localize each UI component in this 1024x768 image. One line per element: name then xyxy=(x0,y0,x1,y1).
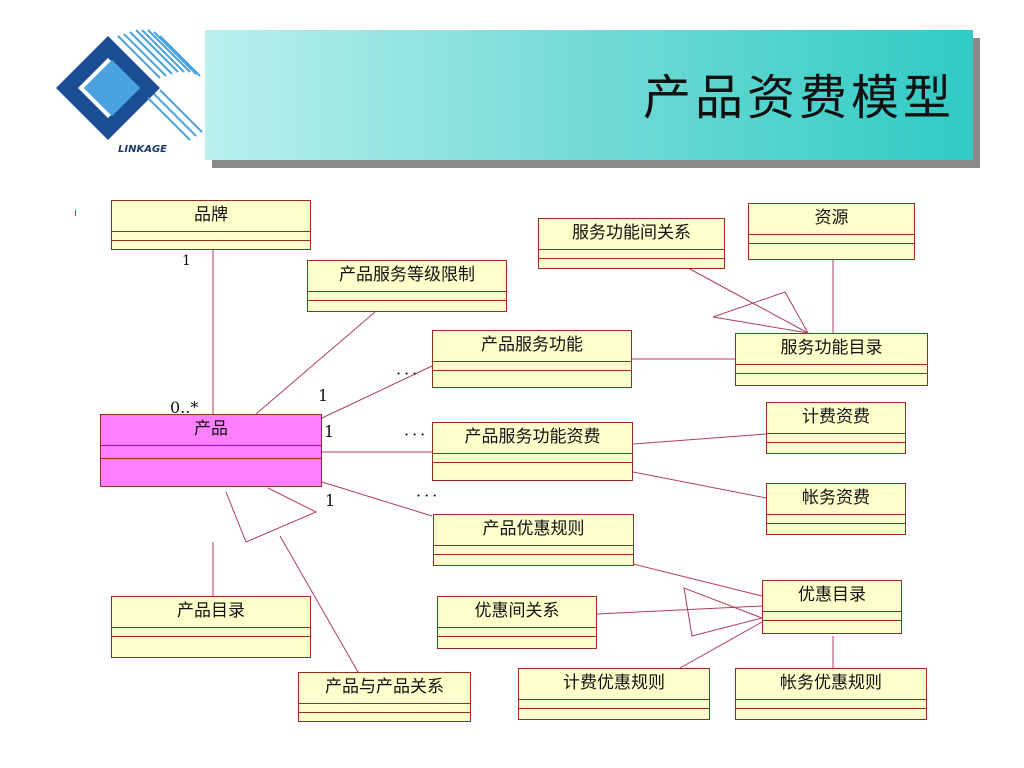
class-psf-name: 产品服务功能 xyxy=(481,335,583,355)
page-title: 产品资费模型 xyxy=(642,70,955,126)
class-service-function-catalog: 服务功能目录 xyxy=(735,333,928,386)
class-sfr-name: 服务功能间关系 xyxy=(572,223,691,243)
line-psf-product xyxy=(321,365,433,419)
class-resource: 资源 xyxy=(748,203,915,260)
mult-psf-many: ··· xyxy=(396,364,421,383)
line-psft-billing xyxy=(632,433,767,445)
class-account-tariff: 帐务资费 xyxy=(766,483,906,535)
mult-psft-many: ··· xyxy=(404,425,429,444)
mult-brand-end: 1 xyxy=(182,253,191,269)
line-psft-account xyxy=(632,471,767,499)
class-billing-tariff-name: 计费资费 xyxy=(802,407,870,427)
line-dr-dc xyxy=(596,605,763,615)
line-prel-product xyxy=(279,535,359,673)
line-pdr-product xyxy=(321,481,433,517)
class-product-service-function: 产品服务功能 xyxy=(432,330,632,388)
class-product-relation: 产品与产品关系 xyxy=(298,672,471,722)
class-account-tariff-name: 帐务资费 xyxy=(802,488,870,508)
class-brand: 品牌 xyxy=(111,200,311,250)
class-bdr-name: 计费优惠规则 xyxy=(563,673,665,693)
class-account-discount-rule: 帐务优惠规则 xyxy=(735,668,927,720)
class-product-catalog: 产品目录 xyxy=(111,596,311,658)
class-product-discount-rule: 产品优惠规则 xyxy=(433,514,634,566)
linkage-logo: LINKAGE xyxy=(48,28,208,160)
logo-text: LINKAGE xyxy=(118,144,167,155)
class-product: 产品 xyxy=(100,414,322,487)
line-pslimit-product xyxy=(255,311,376,415)
class-resource-name: 资源 xyxy=(814,208,849,228)
class-discount-relation: 优惠间关系 xyxy=(437,596,597,649)
class-prel-name: 产品与产品关系 xyxy=(325,677,444,697)
mult-psf-one: 1 xyxy=(318,386,329,405)
title-band: 产品资费模型 xyxy=(205,30,973,160)
line-product-selfloop xyxy=(225,487,318,543)
line-sfr-sfc xyxy=(687,267,809,334)
line-bdr-dc xyxy=(679,621,763,669)
class-dc-name: 优惠目录 xyxy=(798,585,866,605)
class-brand-name: 品牌 xyxy=(194,205,228,225)
class-dr-name: 优惠间关系 xyxy=(474,601,560,621)
mult-pdr-one: 1 xyxy=(325,491,336,510)
class-product-service-function-tariff: 产品服务功能资费 xyxy=(432,422,633,481)
class-billing-discount-rule: 计费优惠规则 xyxy=(518,668,710,720)
class-product-service-level-limit: 产品服务等级限制 xyxy=(307,260,507,312)
class-pslimit-name: 产品服务等级限制 xyxy=(339,265,475,285)
line-pdr-dc xyxy=(632,563,763,597)
class-adr-name: 帐务优惠规则 xyxy=(780,673,882,693)
class-psft-name: 产品服务功能资费 xyxy=(464,427,601,447)
line-dc-selfloop xyxy=(683,587,763,637)
class-discount-catalog: 优惠目录 xyxy=(762,580,902,634)
class-billing-tariff: 计费资费 xyxy=(766,402,906,454)
mult-psft-one: 1 xyxy=(324,422,335,441)
line-sfr-selfloop xyxy=(712,291,809,334)
edge-mark xyxy=(75,210,76,216)
mult-product-brand-end: 0..* xyxy=(170,398,199,417)
class-service-function-relation: 服务功能间关系 xyxy=(538,218,725,269)
class-sfc-name: 服务功能目录 xyxy=(780,338,883,358)
class-product-catalog-name: 产品目录 xyxy=(177,601,245,621)
class-product-name: 产品 xyxy=(194,419,228,439)
mult-pdr-many: ··· xyxy=(416,486,441,505)
class-pdr-name: 产品优惠规则 xyxy=(482,519,585,539)
